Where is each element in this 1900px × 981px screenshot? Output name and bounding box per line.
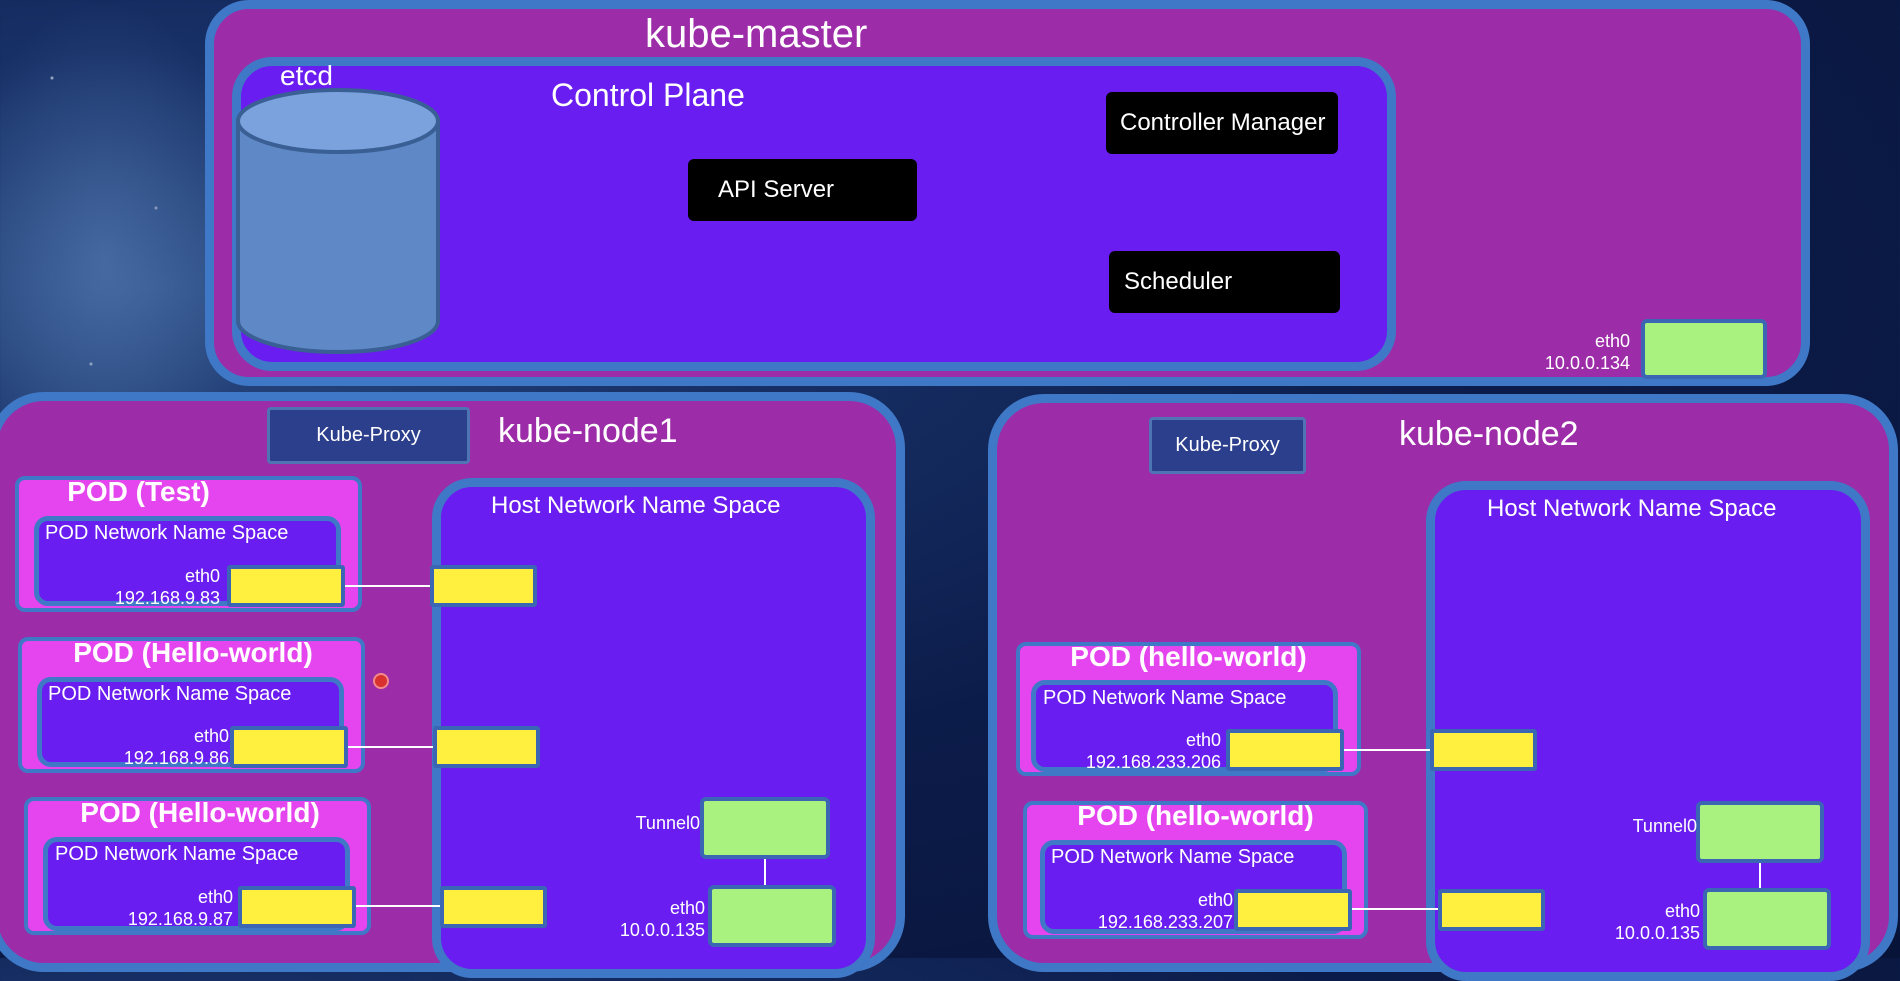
controller-manager[interactable]: Controller Manager	[1106, 92, 1338, 154]
scheduler-label: Scheduler	[1124, 268, 1233, 295]
node1-kube-proxy-label: Kube-Proxy	[316, 424, 421, 446]
node1-pod3-veth-link	[356, 905, 443, 907]
node1-pod2-ip: 192.168.9.86	[123, 748, 229, 768]
node1-eth0-ip: 10.0.0.135	[619, 920, 705, 940]
node2-pod2-eth0-label: eth0 192.168.233.207	[1098, 889, 1233, 933]
node1-tunnel-eth0-link	[764, 859, 766, 887]
node1-pod2-eth0-label: eth0 192.168.9.86	[124, 725, 229, 769]
node2-pod2-veth-host[interactable]	[1438, 889, 1545, 931]
kube-node2-title: kube-node2	[1399, 415, 1579, 453]
node1-pod3-ip: 192.168.9.87	[127, 909, 233, 929]
node1-pod3-ns-title: POD Network Name Space	[55, 843, 299, 865]
node1-pod1-veth-link	[345, 585, 432, 587]
kube-master-title: kube-master	[645, 12, 868, 56]
node1-pod3-eth0-interface[interactable]	[238, 886, 356, 928]
node1-pod2-eth0: eth0	[193, 726, 229, 746]
node1-pod3-eth0-label: eth0 192.168.9.87	[128, 886, 233, 930]
node2-pod2-eth0-interface[interactable]	[1234, 889, 1352, 931]
node2-eth0-ip: 10.0.0.135	[1614, 923, 1700, 943]
node2-eth0-name: eth0	[1664, 901, 1700, 921]
node2-pod1-eth0: eth0	[1185, 730, 1221, 750]
master-eth0-label: eth0 10.0.0.134	[1545, 330, 1630, 374]
node2-kube-proxy[interactable]: Kube-Proxy	[1149, 417, 1306, 474]
node2-pod1-title: POD (hello-world)	[1070, 641, 1307, 672]
master-eth0-nic[interactable]	[1641, 319, 1767, 379]
node1-pod1-ns-title: POD Network Name Space	[45, 522, 289, 544]
node2-pod1-eth0-label: eth0 192.168.233.206	[1086, 729, 1221, 773]
etcd-label: etcd	[280, 60, 333, 91]
master-eth0-ip: 10.0.0.134	[1544, 353, 1630, 373]
node2-pod1-veth-host[interactable]	[1430, 729, 1537, 771]
node1-pod3-veth-host[interactable]	[440, 886, 547, 928]
node2-tunnel0-interface[interactable]	[1696, 801, 1824, 863]
node2-pod2-eth0: eth0	[1197, 890, 1233, 910]
node2-pod2-ip: 192.168.233.207	[1097, 912, 1233, 932]
node2-tunnel0-label: Tunnel0	[1632, 816, 1697, 836]
etcd-database-icon	[236, 88, 440, 354]
node1-tunnel0-label: Tunnel0	[635, 813, 700, 833]
node1-eth0-label: eth0 10.0.0.135	[620, 897, 705, 941]
control-plane-title: Control Plane	[551, 77, 745, 113]
node1-pod3-title: POD (Hello-world)	[80, 797, 320, 828]
node2-eth0-label: eth0 10.0.0.135	[1615, 900, 1700, 944]
node2-host-ns-title: Host Network Name Space	[1487, 495, 1777, 522]
node1-kube-proxy[interactable]: Kube-Proxy	[267, 407, 470, 464]
node2-pod1-veth-link	[1344, 749, 1432, 751]
node1-pod1-title: POD (Test)	[67, 476, 210, 507]
node2-pod1-ns-title: POD Network Name Space	[1043, 687, 1287, 709]
node1-eth0-nic[interactable]	[708, 885, 836, 947]
scheduler[interactable]: Scheduler	[1109, 251, 1340, 313]
mouse-pointer-indicator	[373, 673, 389, 689]
master-eth0-name: eth0	[1594, 331, 1630, 351]
node1-pod2-veth-link	[348, 746, 435, 748]
controller-manager-label: Controller Manager	[1120, 109, 1326, 136]
api-server[interactable]: API Server	[688, 159, 917, 221]
node1-pod2-eth0-interface[interactable]	[230, 726, 348, 768]
node2-pod2-ns-title: POD Network Name Space	[1051, 846, 1295, 868]
node2-pod1-ip: 192.168.233.206	[1085, 752, 1221, 772]
node1-pod1-eth0: eth0	[184, 566, 220, 586]
node2-pod2-network-namespace	[1040, 840, 1347, 934]
node1-tunnel0-interface[interactable]	[700, 797, 830, 859]
node1-pod1-eth0-label: eth0 192.168.9.83	[115, 565, 220, 609]
node2-pod1-eth0-interface[interactable]	[1226, 729, 1344, 771]
node1-host-ns-title: Host Network Name Space	[491, 492, 781, 519]
node1-pod2-ns-title: POD Network Name Space	[48, 683, 292, 705]
node1-pod1-eth0-interface[interactable]	[227, 565, 345, 607]
node2-kube-proxy-label: Kube-Proxy	[1175, 434, 1280, 456]
node2-pod2-veth-link	[1352, 908, 1440, 910]
node1-pod2-title: POD (Hello-world)	[73, 637, 313, 668]
node2-pod2-title: POD (hello-world)	[1077, 800, 1314, 831]
kube-node1-title: kube-node1	[498, 412, 678, 450]
node1-eth0-name: eth0	[669, 898, 705, 918]
node2-tunnel-eth0-link	[1759, 863, 1761, 891]
node2-eth0-nic[interactable]	[1703, 888, 1831, 950]
api-server-label: API Server	[718, 176, 835, 203]
node1-pod1-ip: 192.168.9.83	[114, 588, 220, 608]
node1-pod3-eth0: eth0	[197, 887, 233, 907]
node1-pod2-veth-host[interactable]	[433, 726, 540, 768]
node1-pod1-veth-host[interactable]	[430, 565, 537, 607]
